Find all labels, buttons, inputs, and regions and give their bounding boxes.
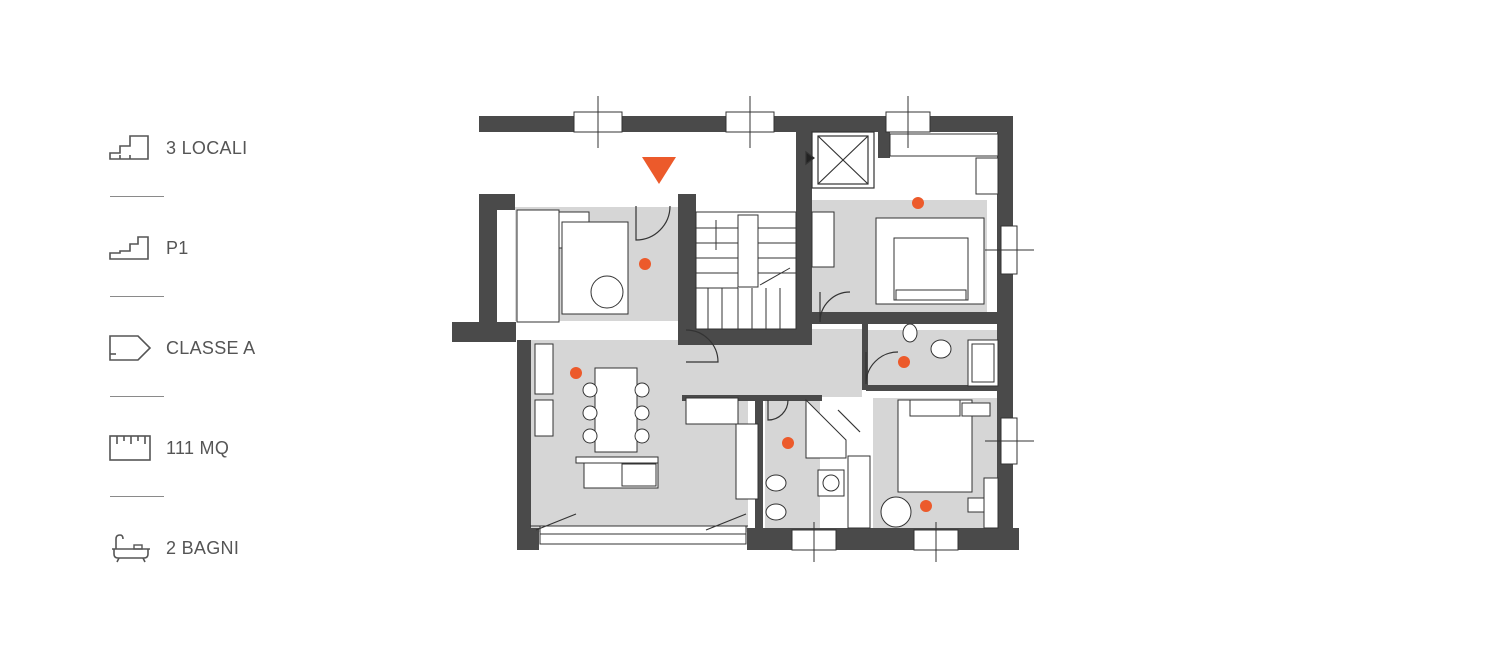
spec-floor: P1 (108, 228, 189, 268)
energy-class-tag-icon (109, 335, 152, 361)
living-furniture (516, 209, 759, 545)
staircase (695, 211, 797, 330)
spec-area-label: 111 MQ (166, 437, 230, 458)
spec-divider (110, 496, 164, 497)
room-marker[interactable] (920, 500, 932, 512)
room-markers (570, 197, 932, 512)
spec-bathrooms-label: 2 BAGNI (166, 537, 240, 558)
room-marker[interactable] (639, 258, 651, 270)
spec-area: 111 MQ (108, 428, 229, 468)
elevator (805, 131, 875, 189)
bedroom-furniture (811, 133, 999, 529)
spec-divider (110, 196, 164, 197)
spec-divider (110, 396, 164, 397)
room-marker[interactable] (782, 437, 794, 449)
door-swings (535, 205, 899, 531)
spec-divider (110, 296, 164, 297)
spec-floor-label: P1 (166, 237, 189, 258)
spec-energy-class-label: CLASSE A (166, 337, 256, 358)
bathroom-fixtures (765, 323, 999, 521)
room-marker[interactable] (570, 367, 582, 379)
rooms-icon (109, 135, 149, 160)
bathtub-icon (112, 534, 150, 563)
ruler-icon (109, 435, 151, 461)
spec-rooms: 3 LOCALI (108, 128, 247, 168)
spec-energy-class: CLASSE A (108, 328, 255, 368)
spec-rooms-label: 3 LOCALI (166, 137, 248, 158)
windows (573, 96, 1034, 562)
spec-bathrooms: 2 BAGNI (108, 528, 239, 568)
entrance-arrow-icon (642, 157, 676, 184)
room-marker[interactable] (898, 356, 910, 368)
floor-stairs-icon (109, 236, 149, 260)
room-marker[interactable] (912, 197, 924, 209)
